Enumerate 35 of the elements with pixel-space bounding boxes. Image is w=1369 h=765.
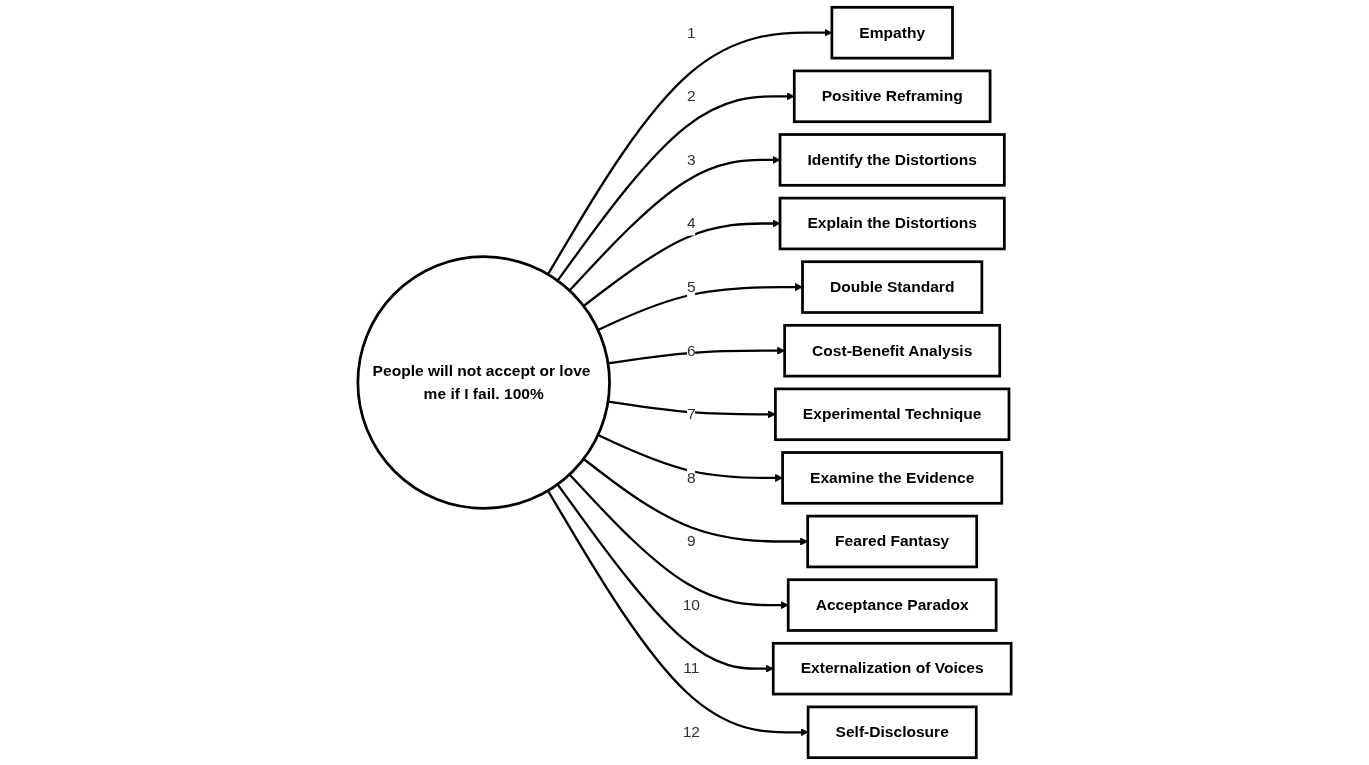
arrow bbox=[568, 473, 789, 610]
arrow bbox=[568, 155, 781, 292]
node-box: Double Standard bbox=[801, 260, 984, 314]
node-box: Examine the Evidence bbox=[781, 451, 1004, 505]
edge-label: 1 bbox=[687, 23, 696, 42]
arrow bbox=[546, 490, 809, 737]
node-box: Explain the Distortions bbox=[778, 196, 1006, 251]
edge-label: 5 bbox=[687, 278, 696, 296]
edge-label: 12 bbox=[682, 723, 701, 741]
node-box: Identify the Distortions bbox=[778, 133, 1006, 187]
arrow bbox=[556, 92, 795, 282]
edge-label: 3 bbox=[687, 150, 696, 169]
node-box: Externalization of Voices bbox=[771, 641, 1013, 696]
arrow bbox=[597, 434, 783, 482]
node-box: Experimental Technique bbox=[774, 387, 1011, 442]
edge-label: 9 bbox=[687, 532, 696, 550]
edge-label: 7 bbox=[687, 405, 696, 423]
node-box: Acceptance Paradox bbox=[786, 578, 998, 632]
node-box: Empathy bbox=[830, 5, 954, 60]
edge-label: 10 bbox=[682, 596, 701, 614]
node-box: Self-Disclosure bbox=[806, 705, 978, 760]
edge-label: 11 bbox=[683, 659, 700, 678]
edge-label: 2 bbox=[687, 87, 696, 105]
arrow bbox=[607, 400, 776, 419]
arrow bbox=[582, 219, 781, 307]
edge-label: 8 bbox=[687, 468, 696, 487]
node-circle: People will not accept or love me if I fail. 100% bbox=[356, 255, 611, 510]
node-box: Feared Fantasy bbox=[806, 514, 979, 569]
arrow bbox=[607, 346, 785, 365]
edge-label: 6 bbox=[687, 341, 696, 360]
node-box: Positive Reframing bbox=[792, 69, 992, 124]
arrow bbox=[597, 283, 803, 332]
node-box: Cost-Benefit Analysis bbox=[783, 323, 1002, 378]
edge-label: 4 bbox=[687, 214, 696, 232]
arrow bbox=[556, 483, 774, 673]
